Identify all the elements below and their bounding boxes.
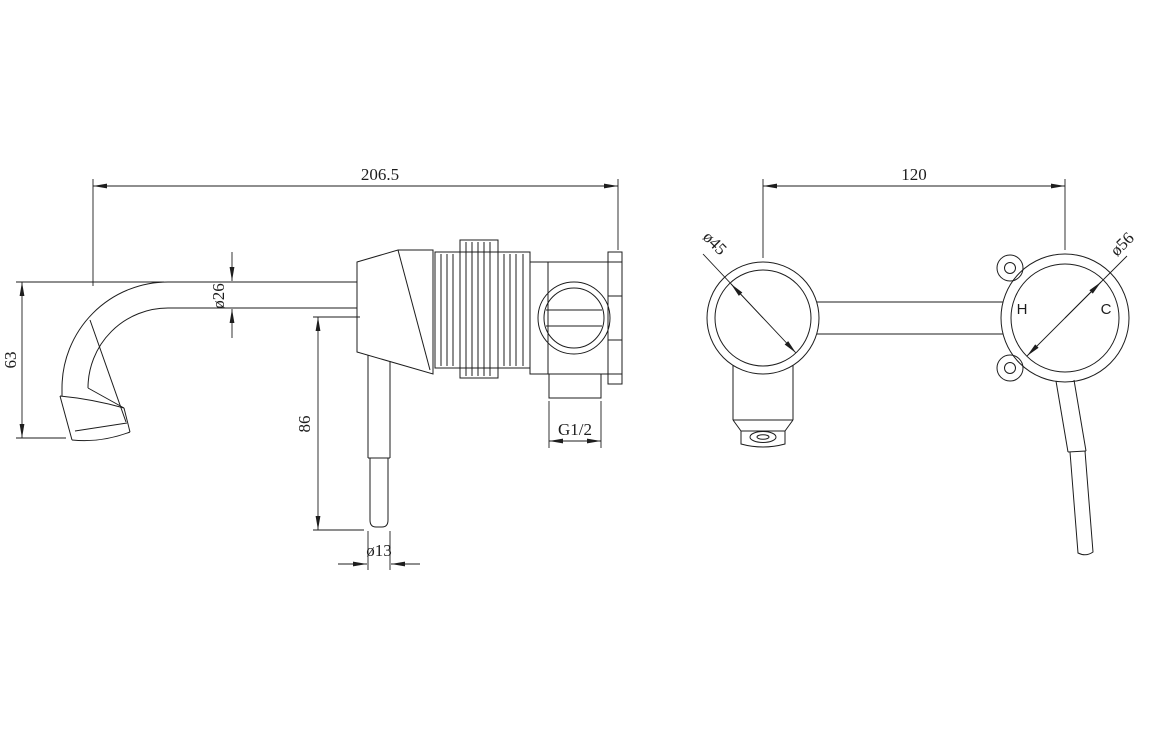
dim-handle-diameter: ø13 (338, 531, 420, 570)
dim-handle-drop: 86 (295, 316, 364, 531)
dim-spout-diameter: ø26 (209, 252, 235, 338)
connecting-tube (817, 301, 1003, 335)
valve-body (529, 261, 611, 375)
spout-flange (706, 261, 820, 375)
screw-hole-top (1004, 262, 1016, 274)
spout-tip-joint (59, 395, 125, 409)
aerator-hole (756, 434, 770, 440)
plate-outer-circle (1000, 253, 1130, 383)
handle-diameter-label: ø13 (366, 541, 392, 560)
spout-diameter-label: ø26 (209, 283, 228, 309)
hot-label: H (1017, 301, 1028, 318)
handle-front (1055, 379, 1094, 556)
dim-spout-height: 63 (1, 281, 164, 439)
inlet-stub (548, 373, 602, 399)
plate-inner-circle (1010, 263, 1120, 373)
wall-plate (607, 251, 623, 385)
handle-grip (369, 458, 389, 528)
valve-port-outer (537, 281, 611, 355)
spout-bottom-edge (87, 307, 357, 389)
dim-inlet-thread: G1/2 (548, 401, 602, 448)
plate-diameter-label: ø56 (1106, 228, 1137, 259)
handle-front-grip (1069, 450, 1094, 556)
spout-outlet-face (71, 431, 131, 442)
cartridge-ribs (434, 239, 531, 379)
flange-inner-circle (714, 269, 812, 367)
center-spacing-label: 120 (901, 165, 927, 184)
front-view: 120 ø45 ø56 H C (699, 165, 1138, 556)
flange-diameter-label: ø45 (699, 227, 730, 258)
side-view: 206.5 63 ø26 86 ø13 (1, 165, 623, 570)
handle-drop-label: 86 (295, 416, 314, 433)
spout-tangent-line (89, 319, 127, 423)
spout-height-label: 63 (1, 352, 20, 369)
spout-flare-line (87, 387, 125, 409)
mounting-ear-top (996, 254, 1024, 282)
dim-overall-length: 206.5 (92, 165, 619, 286)
mounting-ear-bottom (996, 354, 1024, 382)
dim-center-spacing: 120 (762, 165, 1066, 258)
overall-length-label: 206.5 (361, 165, 399, 184)
valve-plate (1000, 253, 1130, 383)
flange-outer-circle (706, 261, 820, 375)
spout (59, 281, 357, 442)
spout-front-tube (732, 365, 794, 448)
aerator-face (749, 431, 777, 443)
screw-hole-bottom (1004, 362, 1016, 374)
spout-top-edge (61, 281, 357, 396)
dim-plate-diameter: ø56 (1026, 228, 1138, 357)
aerator-ring-line (74, 422, 128, 432)
valve-port-inner (543, 287, 605, 349)
dim-flange-diameter: ø45 (699, 227, 797, 354)
cold-label: C (1101, 301, 1112, 318)
mixer-body (356, 249, 434, 375)
handle-lever (367, 355, 391, 528)
inlet-thread-label: G1/2 (558, 420, 592, 439)
